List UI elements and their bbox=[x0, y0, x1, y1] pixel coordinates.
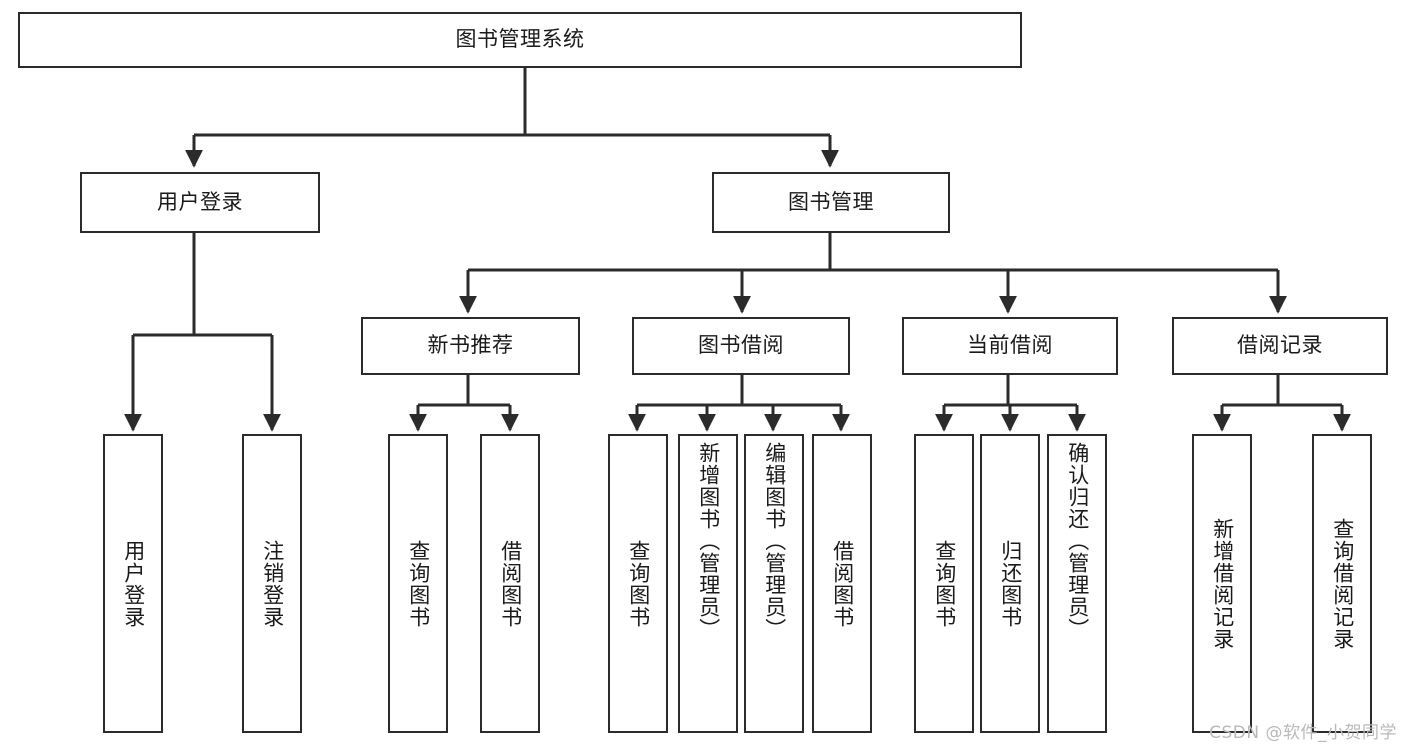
node-leaf-query-book-3[interactable]: 查询图书 bbox=[914, 434, 974, 733]
node-book-manage[interactable]: 图书管理 bbox=[712, 172, 950, 233]
node-leaf-edit-book-label: 编辑图书（管理员） bbox=[762, 442, 787, 640]
node-borrow-record[interactable]: 借阅记录 bbox=[1172, 317, 1388, 375]
node-leaf-query-book-1-label: 查询图书 bbox=[406, 539, 431, 628]
node-current-borrow[interactable]: 当前借阅 bbox=[902, 317, 1118, 375]
node-leaf-return-book[interactable]: 归还图书 bbox=[980, 434, 1040, 733]
node-leaf-query-record-label: 查询借阅记录 bbox=[1330, 517, 1355, 650]
node-leaf-add-book[interactable]: 新增图书（管理员） bbox=[678, 434, 738, 733]
node-leaf-user-login-label: 用户登录 bbox=[121, 539, 146, 628]
node-leaf-query-book-1[interactable]: 查询图书 bbox=[388, 434, 448, 733]
node-leaf-query-book-3-label: 查询图书 bbox=[932, 539, 957, 628]
node-new-book-recommend[interactable]: 新书推荐 bbox=[361, 317, 580, 375]
node-leaf-add-record-label: 新增借阅记录 bbox=[1210, 517, 1235, 650]
node-leaf-add-record[interactable]: 新增借阅记录 bbox=[1192, 434, 1252, 733]
node-root-label: 图书管理系统 bbox=[455, 27, 585, 52]
node-leaf-query-record[interactable]: 查询借阅记录 bbox=[1312, 434, 1372, 733]
node-leaf-return-book-label: 归还图书 bbox=[998, 539, 1023, 628]
node-leaf-confirm-return-label: 确认归还（管理员） bbox=[1065, 442, 1090, 640]
node-new-book-recommend-label: 新书推荐 bbox=[427, 333, 514, 358]
node-leaf-borrow-book-1-label: 借阅图书 bbox=[498, 539, 523, 628]
node-leaf-borrow-book-1[interactable]: 借阅图书 bbox=[480, 434, 540, 733]
node-leaf-query-book-2[interactable]: 查询图书 bbox=[608, 434, 668, 733]
node-book-manage-label: 图书管理 bbox=[788, 189, 874, 214]
node-leaf-add-book-label: 新增图书（管理员） bbox=[696, 442, 721, 640]
node-leaf-borrow-book-2[interactable]: 借阅图书 bbox=[812, 434, 872, 733]
node-leaf-confirm-return[interactable]: 确认归还（管理员） bbox=[1047, 434, 1107, 733]
node-book-borrow-label: 图书借阅 bbox=[698, 333, 784, 358]
node-leaf-edit-book[interactable]: 编辑图书（管理员） bbox=[744, 434, 804, 733]
node-borrow-record-label: 借阅记录 bbox=[1237, 333, 1323, 358]
node-leaf-user-login[interactable]: 用户登录 bbox=[103, 434, 163, 733]
node-root[interactable]: 图书管理系统 bbox=[18, 12, 1022, 68]
node-leaf-query-book-2-label: 查询图书 bbox=[626, 539, 651, 628]
node-book-borrow[interactable]: 图书借阅 bbox=[632, 317, 850, 375]
node-user-login[interactable]: 用户登录 bbox=[80, 172, 320, 233]
node-leaf-borrow-book-2-label: 借阅图书 bbox=[830, 539, 855, 628]
node-user-login-label: 用户登录 bbox=[157, 189, 243, 214]
node-leaf-logout[interactable]: 注销登录 bbox=[242, 434, 302, 733]
node-current-borrow-label: 当前借阅 bbox=[967, 333, 1053, 358]
node-leaf-logout-label: 注销登录 bbox=[260, 539, 285, 628]
